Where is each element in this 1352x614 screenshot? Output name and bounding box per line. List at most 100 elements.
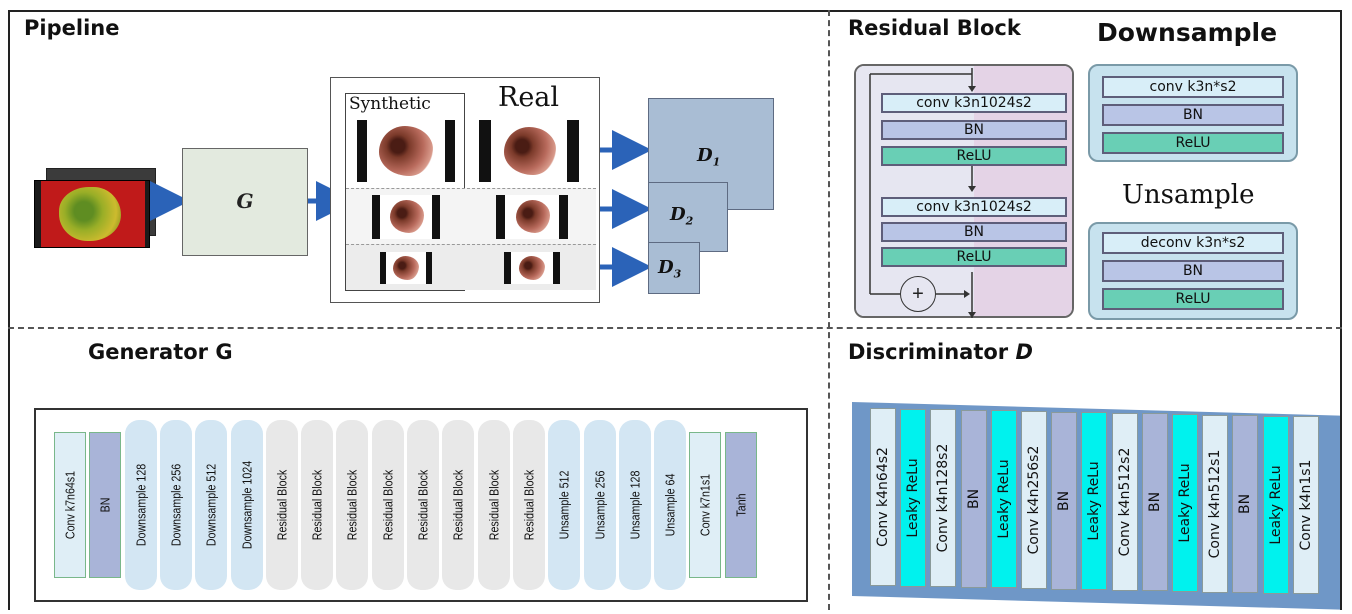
res-layer-bn-1: BN (881, 120, 1067, 140)
generator-layer-label: Downsample 256 (168, 463, 184, 547)
downsample-layer-bn: BN (1102, 104, 1284, 126)
discriminator-layer-conv-k4n256s2-5: Conv k4n256s2 (1021, 411, 1047, 589)
upsample-layer-bn: BN (1102, 260, 1284, 282)
downsample-layer-conv: conv k3n*s2 (1102, 76, 1284, 98)
generator-layer-label: Unsample 64 (662, 473, 678, 537)
generator-layer-unsample-128-16: Unsample 128 (618, 420, 651, 590)
generator-layer-residual-block-8: Residual Block (336, 420, 369, 590)
res-layer-conv-2: conv k3n1024s2 (881, 197, 1067, 217)
discriminator-layer-conv-k4n512s2-8: Conv k4n512s2 (1111, 412, 1138, 591)
residual-add-symbol: + (912, 283, 924, 305)
discriminator-d1-label: D1 (697, 145, 721, 169)
discriminator-layer-conv-k4n512s1-11: Conv k4n512s1 (1202, 414, 1229, 593)
discriminator-layer-bn-9: BN (1141, 413, 1168, 592)
discriminator-title-text: Discriminator (848, 340, 1009, 364)
downsample-layer-relu: ReLU (1102, 132, 1284, 154)
generator-layer-bn-1: BN (89, 432, 122, 578)
discriminator-layer-label: BN (1056, 490, 1073, 511)
generator-layer-label: Conv k7n64s1 (62, 470, 78, 540)
vertical-divider (828, 10, 830, 610)
downsample-title: Downsample (1097, 18, 1278, 47)
generator-layer-residual-block-11: Residual Block (442, 420, 475, 590)
discriminator-layer-label: BN (965, 488, 982, 509)
discriminator-layer-label: Leaky ReLu (905, 457, 922, 538)
pipeline-title: Pipeline (24, 16, 120, 40)
generator-title: Generator G (88, 340, 233, 364)
generator-layer-unsample-64-17: Unsample 64 (654, 420, 687, 590)
generator-box: G (182, 148, 308, 256)
generator-layer-label: Tanh (733, 493, 749, 517)
discriminator-layer-label: Conv k4n64s2 (875, 447, 891, 547)
residual-connections (869, 68, 976, 318)
discriminator-layer-label: BN (1237, 494, 1254, 515)
generator-layer-residual-block-12: Residual Block (477, 420, 510, 590)
horizontal-divider (8, 327, 1342, 329)
discriminator-layer-leaky-relu-10: Leaky ReLu (1172, 414, 1198, 592)
generator-layer-label: Residual Block (415, 469, 431, 541)
generator-layer-label: Downsample 128 (133, 463, 149, 547)
discriminator-layer-label: Conv k4n128s2 (935, 443, 952, 553)
discriminator-layer-label: Leaky ReLu (1267, 465, 1284, 545)
generator-layer-tanh-19: Tanh (724, 432, 757, 578)
generator-layer-unsample-256-15: Unsample 256 (583, 420, 616, 590)
upsample-title: Unsample (1122, 180, 1255, 210)
discriminator-layer-label: Conv k4n1s1 (1297, 459, 1314, 551)
discriminator-layer-conv-k4n128s2-2: Conv k4n128s2 (930, 409, 957, 588)
discriminator-layer-label: Conv k4n512s1 (1207, 449, 1224, 558)
synthetic-image-medium (372, 195, 440, 239)
upsample-layer-relu: ReLU (1102, 288, 1284, 310)
discriminator-layer-label: Leaky ReLu (1086, 461, 1103, 541)
discriminator-d2-label: D2 (670, 204, 694, 228)
discriminator-layer-leaky-relu-7: Leaky ReLu (1081, 412, 1108, 591)
res-layer-conv-1: conv k3n1024s2 (881, 93, 1067, 113)
generator-layer-downsample-1024-5: Downsample 1024 (230, 420, 263, 590)
generator-layer-label: Downsample 512 (203, 463, 219, 547)
discriminator-layer-label: Leaky ReLu (995, 459, 1012, 540)
discriminator-layer-conv-k4n1s1-14: Conv k4n1s1 (1292, 416, 1319, 595)
real-image-small (504, 252, 560, 284)
input-segmentation-mask (34, 180, 150, 248)
residual-block-title: Residual Block (848, 16, 1021, 40)
generator-layer-label: Unsample 512 (556, 470, 572, 540)
generator-layer-downsample-512-4: Downsample 512 (195, 420, 228, 590)
generator-layer-label: Unsample 128 (627, 470, 643, 540)
discriminator-d3-label: D3 (658, 257, 682, 281)
generator-layer-unsample-512-14: Unsample 512 (548, 420, 581, 590)
discriminator-layer-label: Leaky ReLu (1177, 463, 1193, 543)
generator-layer-residual-block-10: Residual Block (407, 420, 439, 590)
outer-frame (8, 10, 1342, 610)
generator-layer-label: Residual Block (450, 469, 466, 541)
discriminator-layer-label: Conv k4n256s2 (1026, 445, 1042, 555)
res-layer-relu-1: ReLU (881, 146, 1067, 166)
generator-layer-residual-block-6: Residual Block (265, 420, 298, 590)
discriminator-d2-box (648, 182, 728, 252)
discriminator-layer-label: BN (1146, 492, 1163, 513)
real-image-large (479, 120, 579, 182)
generator-layer-label: Residual Block (274, 469, 290, 541)
discriminator-layer-bn-6: BN (1051, 411, 1078, 590)
synthetic-image-large (357, 120, 455, 182)
generator-layer-label: Residual Block (380, 469, 396, 541)
generator-layer-residual-block-9: Residual Block (371, 420, 404, 590)
upsample-layer-deconv: deconv k3n*s2 (1102, 232, 1284, 254)
discriminator-layer-bn-12: BN (1232, 415, 1259, 594)
generator-box-label: G (236, 189, 254, 213)
real-image-medium (496, 195, 568, 239)
generator-layer-conv-k7n64s1-0: Conv k7n64s1 (54, 432, 86, 578)
real-label: Real (498, 82, 560, 113)
generator-layer-label: Residual Block (344, 469, 360, 541)
generator-layer-label: Downsample 1024 (239, 460, 254, 550)
generator-layer-label: Residual Block (486, 469, 502, 541)
discriminator-layer-leaky-relu-4: Leaky ReLu (990, 410, 1017, 589)
res-layer-bn-2: BN (881, 222, 1067, 242)
generator-layer-residual-block-13: Residual Block (512, 420, 545, 590)
generator-layer-downsample-256-3: Downsample 256 (159, 420, 192, 590)
generator-layer-label: Residual Block (521, 469, 537, 541)
discriminator-layer-conv-k4n64s2-0: Conv k4n64s2 (870, 408, 896, 586)
generator-layer-label: Unsample 256 (592, 470, 607, 540)
synthetic-image-small (380, 252, 432, 284)
discriminator-layer-leaky-relu-13: Leaky ReLu (1262, 415, 1289, 594)
generator-layer-downsample-128-2: Downsample 128 (124, 420, 157, 590)
generator-layer-conv-k7n1s1-18: Conv k7n1s1 (689, 432, 722, 578)
generator-layer-residual-block-7: Residual Block (301, 420, 334, 590)
